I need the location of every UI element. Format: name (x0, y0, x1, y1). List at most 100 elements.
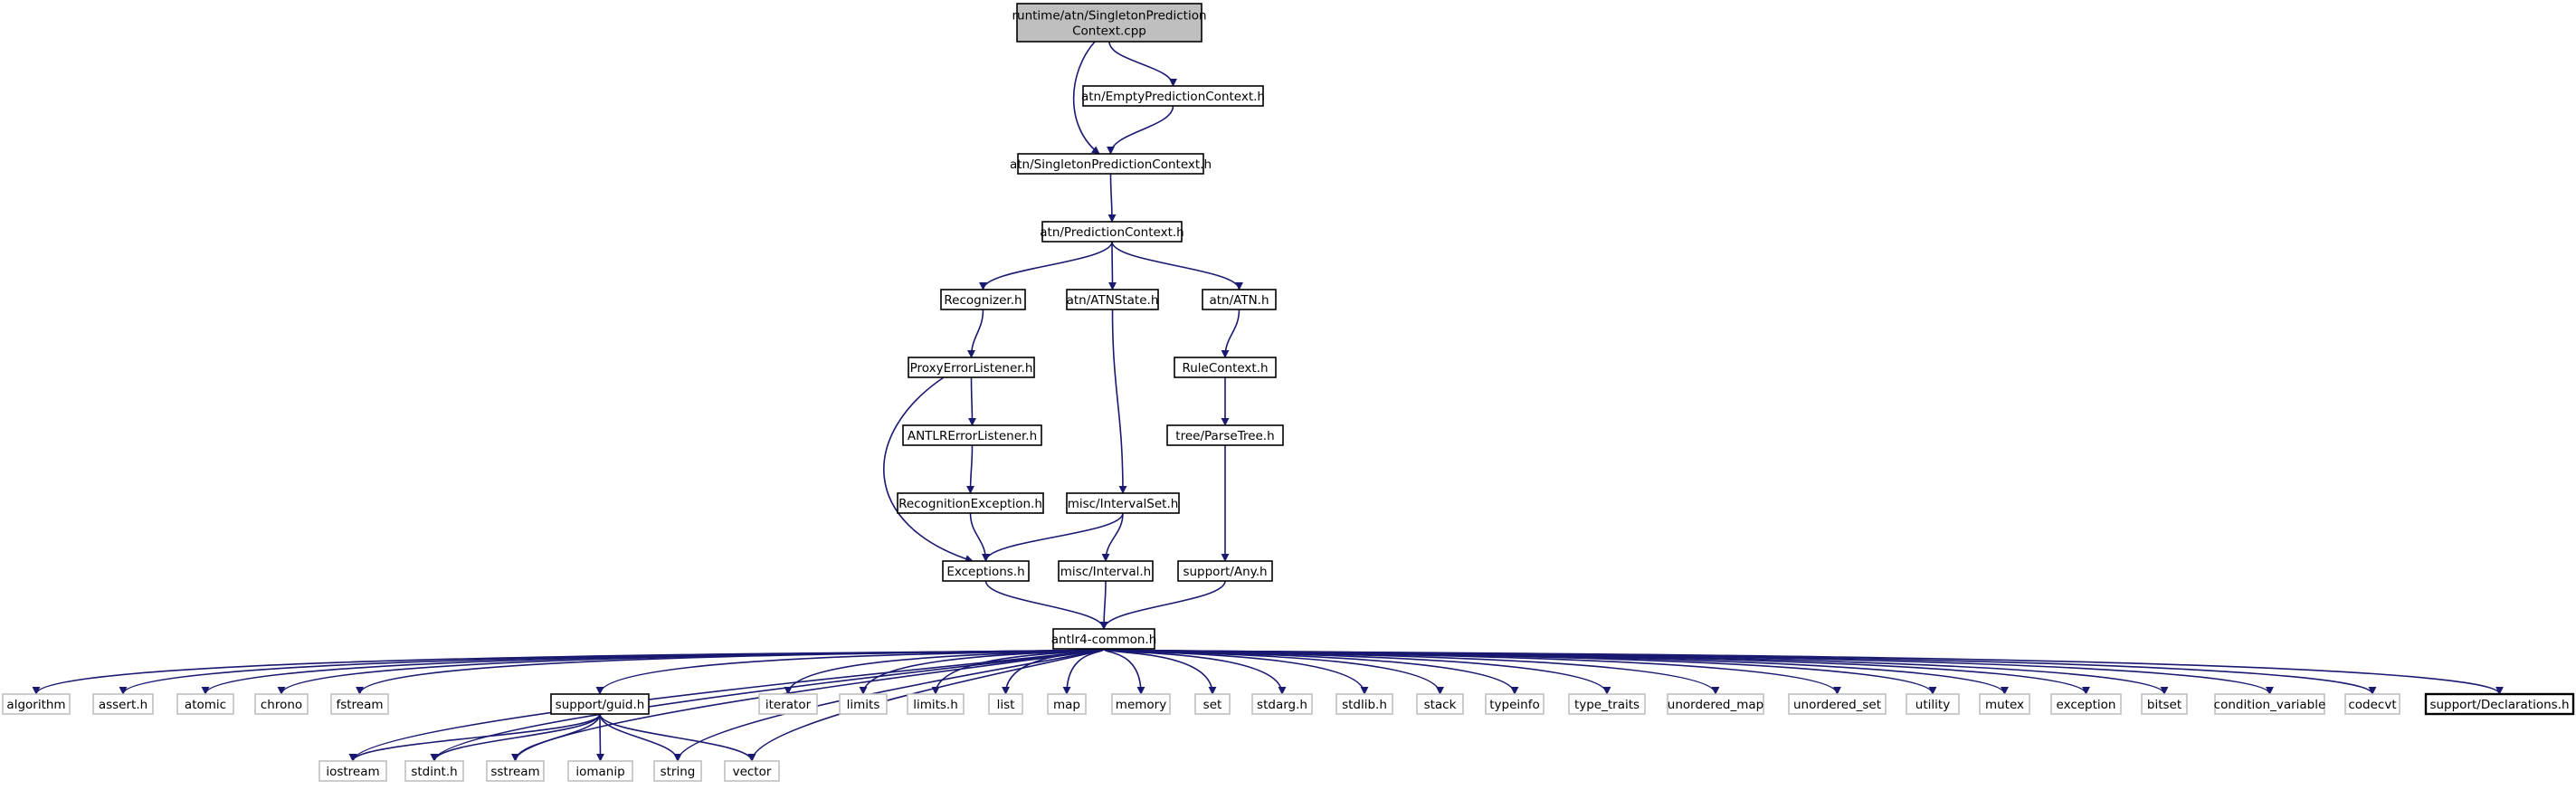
node-iostream: iostream (318, 760, 387, 782)
node-label: exception (2057, 698, 2116, 712)
node-empty[interactable]: atn/EmptyPredictionContext.h (1081, 85, 1265, 107)
node-label: fstream (336, 698, 383, 712)
node-vector: vector (724, 760, 780, 782)
node-box (1177, 560, 1273, 582)
edge-atnstate-to-intervalset (1111, 309, 1127, 494)
edge-intervalset-to-exceptions (982, 512, 1124, 562)
node-guid[interactable]: support/guid.h (550, 693, 650, 715)
node-label: ANTLRErrorListener.h (908, 429, 1037, 443)
node-sstream: sstream (486, 760, 545, 782)
node-interval[interactable]: misc/Interval.h (1058, 560, 1154, 582)
edge-common-to-vector (747, 648, 1105, 762)
node-label: Exceptions.h (946, 565, 1024, 579)
node-codecvt: codecvt (2344, 693, 2400, 715)
node-list: list (988, 693, 1023, 715)
node-label: sstream (490, 765, 539, 779)
node-antlrerr[interactable]: ANTLRErrorListener.h (902, 424, 1042, 446)
node-label: atomic (185, 698, 226, 712)
node-exceptions[interactable]: Exceptions.h (942, 560, 1030, 582)
node-utility: utility (1906, 693, 1960, 715)
node-label: codecvt (2348, 698, 2396, 712)
node-map: map (1047, 693, 1087, 715)
node-box (1202, 289, 1277, 310)
edge-guid-to-vector (599, 713, 756, 762)
node-set: set (1194, 693, 1231, 715)
node-iterator: iterator (758, 693, 818, 715)
edge-exceptions-to-common (984, 580, 1108, 630)
node-atnstate[interactable]: atn/ATNState.h (1066, 289, 1159, 310)
node-label: stdarg.h (1257, 698, 1307, 712)
node-box (1979, 693, 2030, 715)
node-condvar: condition_variable (2214, 693, 2325, 715)
node-recog[interactable]: Recognizer.h (940, 289, 1026, 310)
node-box (1066, 492, 1180, 514)
node-box (758, 693, 818, 715)
node-box (1788, 693, 1887, 715)
node-anyh[interactable]: support/Any.h (1177, 560, 1273, 582)
node-box (1485, 693, 1545, 715)
node-parsetree[interactable]: tree/ParseTree.h (1166, 424, 1284, 446)
node-box (567, 760, 633, 782)
node-common[interactable]: antlr4-common.h (1051, 628, 1157, 650)
edge-intervalset-to-interval (1101, 512, 1124, 562)
node-chrono: chrono (254, 693, 309, 715)
edge-atnh-to-rulectx (1221, 309, 1240, 358)
edge-root-to-single (1072, 41, 1100, 155)
node-box (988, 693, 1023, 715)
node-intervalset[interactable]: misc/IntervalSet.h (1066, 492, 1180, 514)
node-box (1047, 693, 1087, 715)
node-label: atn/SingletonPredictionContext.h (1010, 157, 1212, 172)
node-box (1082, 85, 1264, 107)
node-iomanip: iomanip (567, 760, 633, 782)
node-label: atn/ATN.h (1209, 293, 1269, 308)
node-assert: assert.h (92, 693, 154, 715)
node-box (1017, 153, 1204, 175)
node-label: chrono (261, 698, 302, 712)
node-limits: limits (839, 693, 888, 715)
node-box (2344, 693, 2400, 715)
node-box (1568, 693, 1646, 715)
node-box (92, 693, 154, 715)
node-rulectx[interactable]: RuleContext.h (1174, 357, 1277, 378)
node-stack: stack (1416, 693, 1464, 715)
node-box (2214, 693, 2325, 715)
node-label: ProxyErrorListener.h (910, 361, 1033, 376)
node-box (1194, 693, 1231, 715)
node-single[interactable]: atn/SingletonPredictionContext.h (1010, 153, 1212, 175)
edge-antlrerr-to-recexc (966, 444, 975, 494)
node-box (550, 693, 650, 715)
node-label: support/guid.h (556, 698, 645, 712)
node-box (176, 693, 234, 715)
node-label: RecognitionException.h (898, 497, 1042, 511)
node-mutex: mutex (1979, 693, 2030, 715)
node-atnh[interactable]: atn/ATN.h (1202, 289, 1277, 310)
edge-guid-to-iomanip (595, 713, 604, 762)
edge-guid-to-stdint (430, 713, 601, 762)
node-box (486, 760, 545, 782)
node-box (1016, 3, 1202, 43)
node-label: set (1203, 698, 1222, 712)
node-label: stdint.h (411, 765, 457, 779)
node-box (907, 693, 965, 715)
node-box (942, 560, 1030, 582)
node-root[interactable]: runtime/atn/SingletonPredictionContext.c… (1012, 3, 1207, 43)
node-pred[interactable]: atn/PredictionContext.h (1040, 221, 1184, 243)
node-bitset: bitset (2141, 693, 2188, 715)
node-stdint: stdint.h (404, 760, 464, 782)
node-label: runtime/atn/SingletonPrediction (1012, 9, 1206, 24)
node-label: support/Declarations.h (2429, 698, 2569, 712)
node-label: tree/ParseTree.h (1175, 429, 1274, 443)
edge-common-to-string (673, 648, 1105, 762)
node-label: limits.h (913, 698, 958, 712)
node-recexc[interactable]: RecognitionException.h (897, 492, 1044, 514)
edge-guid-to-sstream (511, 713, 601, 762)
node-label: Context.cpp (1072, 24, 1146, 39)
node-label: list (997, 698, 1015, 712)
node-box (2050, 693, 2122, 715)
edge-interval-to-common (1099, 580, 1108, 630)
node-layer: runtime/atn/SingletonPredictionContext.c… (2, 3, 2575, 782)
node-box (2141, 693, 2188, 715)
node-decl[interactable]: support/Declarations.h (2424, 692, 2575, 716)
node-proxy[interactable]: ProxyErrorListener.h (908, 357, 1035, 378)
